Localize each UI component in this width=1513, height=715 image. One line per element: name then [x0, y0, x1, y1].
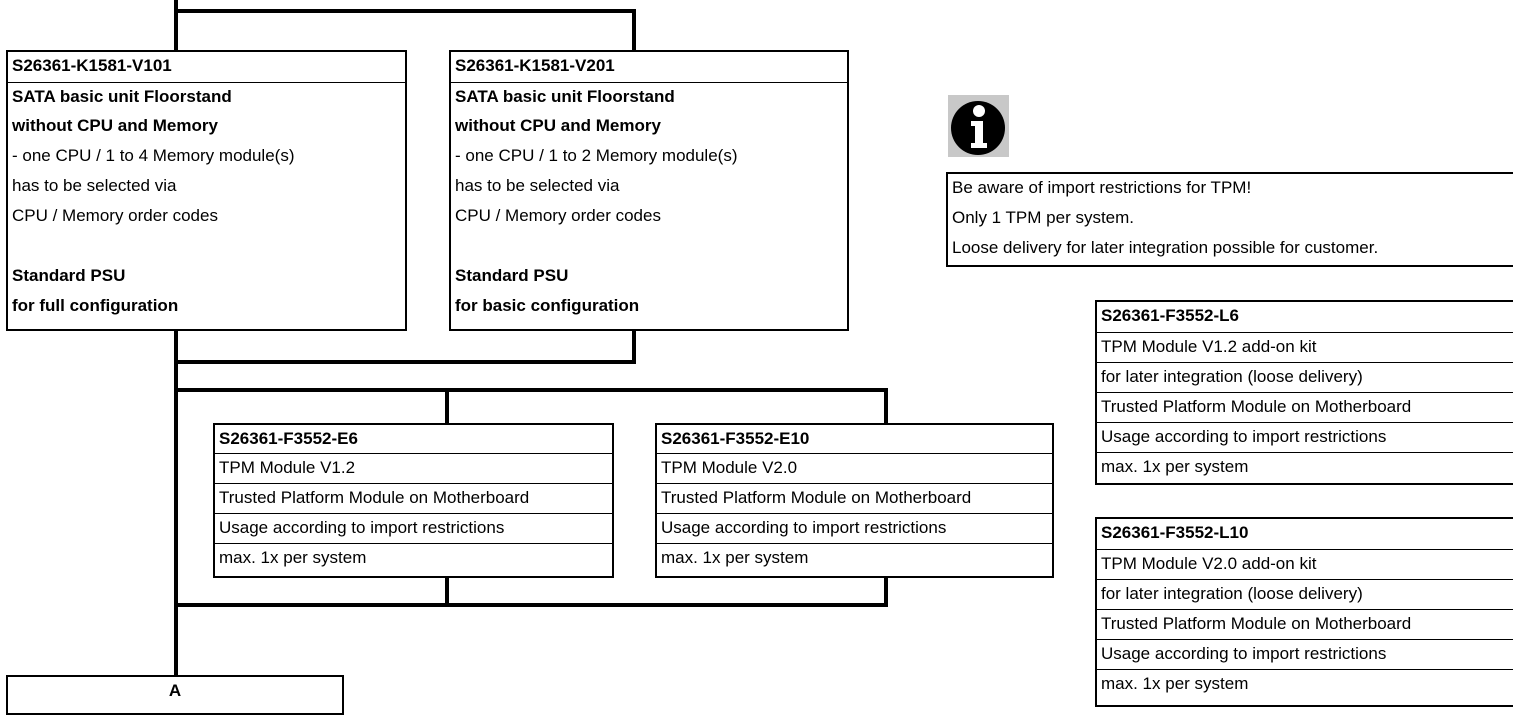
note-line: Loose delivery for later integration pos… [952, 238, 1379, 257]
description-line: Trusted Platform Module on Motherboard [1097, 609, 1513, 639]
description-line: Usage according to import restrictions [215, 513, 612, 543]
description-line: - one CPU / 1 to 2 Memory module(s) [455, 146, 738, 165]
description-line: for basic configuration [455, 296, 640, 315]
info-note-box: Be aware of import restrictions for TPM!… [946, 172, 1513, 267]
description-line: max. 1x per system [215, 543, 612, 573]
connector-line [445, 388, 449, 423]
description-line: for later integration (loose delivery) [1097, 362, 1513, 392]
connector-line [174, 0, 178, 50]
description-line: TPM Module V2.0 add-on kit [1097, 549, 1513, 579]
connector-line [174, 330, 178, 678]
tpm-module-box-e10: S26361-F3552-E10 TPM Module V2.0 Trusted… [655, 423, 1054, 578]
connector-line [884, 388, 888, 423]
description-line: TPM Module V2.0 [657, 453, 1052, 483]
connector-line [174, 9, 636, 13]
order-code: S26361-F3552-E10 [661, 429, 810, 448]
connector-line [174, 603, 888, 607]
description-line: CPU / Memory order codes [12, 206, 218, 225]
continuation-label: A [168, 681, 182, 700]
description-line: without CPU and Memory [12, 116, 218, 135]
description-line: max. 1x per system [657, 543, 1052, 573]
continuation-box-a: A [6, 675, 344, 715]
connector-line [632, 330, 636, 364]
description-line: Trusted Platform Module on Motherboard [1097, 392, 1513, 422]
description-line: without CPU and Memory [455, 116, 661, 135]
note-line: Be aware of import restrictions for TPM! [952, 178, 1252, 197]
description-line: SATA basic unit Floorstand [8, 82, 405, 112]
connector-line [445, 577, 449, 607]
description-line: Standard PSU [455, 266, 569, 285]
description-line [8, 232, 405, 262]
description-line: SATA basic unit Floorstand [451, 82, 847, 112]
description-line: TPM Module V1.2 [215, 453, 612, 483]
description-line: Trusted Platform Module on Motherboard [657, 483, 1052, 513]
info-icon [948, 95, 1009, 157]
description-line: max. 1x per system [1097, 669, 1513, 699]
order-code: S26361-F3552-L10 [1101, 523, 1249, 542]
description-line: TPM Module V1.2 add-on kit [1097, 332, 1513, 362]
description-line: Usage according to import restrictions [1097, 639, 1513, 669]
connector-line [632, 9, 636, 50]
description-line: Usage according to import restrictions [1097, 422, 1513, 452]
addon-kit-box-l6: S26361-F3552-L6 TPM Module V1.2 add-on k… [1095, 300, 1513, 485]
description-line: for later integration (loose delivery) [1097, 579, 1513, 609]
tpm-module-box-e6: S26361-F3552-E6 TPM Module V1.2 Trusted … [213, 423, 614, 578]
note-line: Only 1 TPM per system. [952, 208, 1135, 227]
description-line: Standard PSU [12, 266, 126, 285]
main-unit-box-v201: S26361-K1581-V201 SATA basic unit Floors… [449, 50, 849, 331]
description-line: has to be selected via [455, 176, 620, 195]
order-code: S26361-F3552-E6 [219, 429, 358, 448]
description-line: has to be selected via [12, 176, 177, 195]
description-line: for full configuration [12, 296, 179, 315]
order-code: S26361-K1581-V201 [455, 56, 615, 75]
connector-line [174, 388, 888, 392]
description-line: Usage according to import restrictions [657, 513, 1052, 543]
addon-kit-box-l10: S26361-F3552-L10 TPM Module V2.0 add-on … [1095, 517, 1513, 707]
order-code: S26361-F3552-L6 [1101, 306, 1239, 325]
description-line: - one CPU / 1 to 4 Memory module(s) [12, 146, 295, 165]
connector-line [884, 577, 888, 607]
main-unit-box-v101: S26361-K1581-V101 SATA basic unit Floors… [6, 50, 407, 331]
connector-line [174, 360, 636, 364]
description-line: max. 1x per system [1097, 452, 1513, 482]
description-line: Trusted Platform Module on Motherboard [215, 483, 612, 513]
description-line [451, 232, 847, 262]
description-line: CPU / Memory order codes [455, 206, 661, 225]
order-code: S26361-K1581-V101 [12, 56, 172, 75]
